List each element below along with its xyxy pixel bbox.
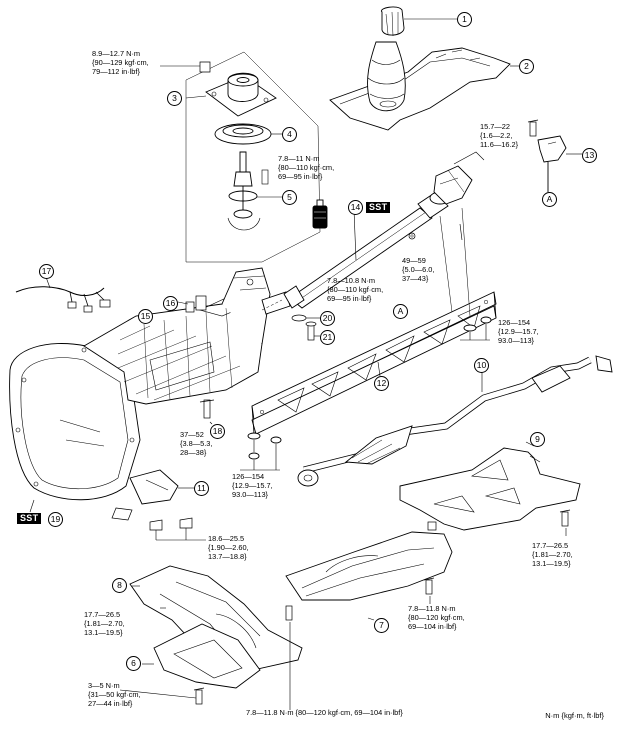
callout-19: 19 [48, 512, 63, 527]
callout-10: 10 [474, 358, 489, 373]
shift-boot-panel [329, 41, 519, 131]
callout-15: 15 [138, 309, 153, 324]
shift-lever-cover [185, 61, 277, 117]
callout-16: 16 [163, 296, 178, 311]
grease-tube [312, 199, 328, 229]
torque-spec-3: 8.9—12.7 N·m{90—129 kgf·cm,79—112 in·lbf… [92, 49, 149, 77]
torque-spec-5: 7.8—11 N·m{80—110 kgf·cm,69—95 in·lbf} [278, 154, 335, 182]
under-cover-small [153, 623, 261, 705]
torque-spec-14: 49—59{5.0—6.0,37—43} [402, 256, 435, 284]
sst-label-clutch: SST [17, 513, 42, 524]
ref-a-bracket: A [542, 192, 557, 207]
torque-spec-11: 18.6—25.5{1.90—2.60,13.7—18.8} [208, 534, 249, 562]
leader-lines [119, 65, 567, 710]
callout-9: 9 [530, 432, 545, 447]
clutch-housing [9, 343, 141, 513]
torque-spec-13: 15.7—22{1.6—2.2,11.6—16.2} [480, 122, 519, 150]
clutch-release [111, 469, 206, 541]
under-cover-front [129, 565, 303, 673]
wiring-harness [15, 276, 111, 313]
rear-flange [433, 151, 485, 205]
torque-spec-propshaft: 7.8—10.8 N·m{80—110 kgf·cm,69—95 in·lbf} [327, 276, 384, 304]
torque-spec-6: 3—5 N·m{31—50 kgf·cm,27—44 in·lbf} [88, 681, 141, 709]
shift-knob [381, 6, 457, 37]
callout-21: 21 [320, 330, 335, 345]
unit-legend: N·m {kgf·m, ft·lbf} [545, 711, 604, 720]
callout-8: 8 [112, 578, 127, 593]
torque-spec-bottom: 7.8—11.8 N·m {80—120 kgf·cm, 69—104 in·l… [246, 708, 403, 717]
torque-spec-9: 17.7—26.5{1.81—2.70,13.1—19.5} [532, 541, 573, 569]
callout-14: 14 [348, 200, 363, 215]
torque-spec-18: 37—52{3.8—5.3,28—38} [180, 430, 213, 458]
callout-12: 12 [374, 376, 389, 391]
ref-a-frame: A [393, 304, 408, 319]
sst-label-grease: SST [366, 202, 391, 213]
frame-mount-bolts [240, 207, 492, 471]
callout-2: 2 [519, 59, 534, 74]
callout-17: 17 [39, 264, 54, 279]
callout-1: 1 [457, 12, 472, 27]
power-plant-frame [251, 291, 497, 435]
torque-spec-8: 17.7—26.5{1.81—2.70,13.1—19.5} [84, 610, 125, 638]
torque-spec-7: 7.8—11.8 N·m{80—120 kgf·cm,69—104 in·lbf… [408, 604, 465, 632]
callout-20: 20 [320, 311, 335, 326]
callout-13: 13 [582, 148, 597, 163]
callout-18: 18 [210, 424, 225, 439]
callout-3: 3 [167, 91, 182, 106]
callout-7: 7 [374, 618, 389, 633]
torque-spec-12-right: 126—154{12.9—15.7,93.0—113} [498, 318, 539, 346]
callout-11: 11 [194, 481, 209, 496]
bracket [527, 119, 582, 192]
torque-spec-12-left: 126—154{12.9—15.7,93.0—113} [232, 472, 273, 500]
callout-6: 6 [126, 656, 141, 671]
callout-4: 4 [282, 127, 297, 142]
tunnel-member [399, 447, 581, 531]
shift-lever [227, 151, 282, 231]
propeller-shaft [261, 191, 451, 311]
exhaust-pipe [297, 355, 613, 487]
under-cover-middle [285, 521, 453, 601]
callout-5: 5 [282, 190, 297, 205]
transmission-case [83, 267, 320, 425]
insulator [214, 123, 282, 145]
